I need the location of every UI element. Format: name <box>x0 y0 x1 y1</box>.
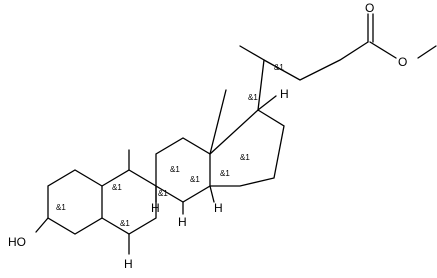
stereo-marker: &1 <box>190 175 200 184</box>
stereo-marker: &1 <box>112 183 122 192</box>
stereo-marker: &1 <box>248 93 258 102</box>
carbonyl-oxygen-label: O <box>365 1 374 15</box>
stereo-marker: &1 <box>274 63 284 72</box>
ester-oxygen-label: O <box>398 55 407 69</box>
bond <box>47 169 103 235</box>
bond <box>209 109 285 187</box>
bond <box>257 95 277 111</box>
hydrogen-label-c17: H <box>280 87 289 101</box>
hydrogen-label-c9: H <box>178 215 187 229</box>
stereo-marker: &1 <box>158 189 168 198</box>
hydroxyl-label: HO <box>8 235 26 249</box>
bond <box>209 185 215 203</box>
stereo-marker: &1 <box>170 165 180 174</box>
bond <box>263 41 369 81</box>
stereo-markers: &1&1&1&1&1&1&1&1&1&1 <box>56 63 284 228</box>
stereo-marker: &1 <box>120 219 130 228</box>
hydrogen-label-c8: H <box>151 201 160 215</box>
bond <box>35 217 49 233</box>
bond-skeleton <box>35 13 437 255</box>
bond <box>369 41 397 59</box>
hydrogen-label-c14: H <box>214 201 223 215</box>
hydrogen-label-c5: H <box>124 257 133 271</box>
stereo-marker: &1 <box>240 153 250 162</box>
stereo-marker: &1 <box>56 203 66 212</box>
bond <box>209 89 227 155</box>
bond <box>417 45 437 59</box>
stereo-marker: &1 <box>220 169 230 178</box>
